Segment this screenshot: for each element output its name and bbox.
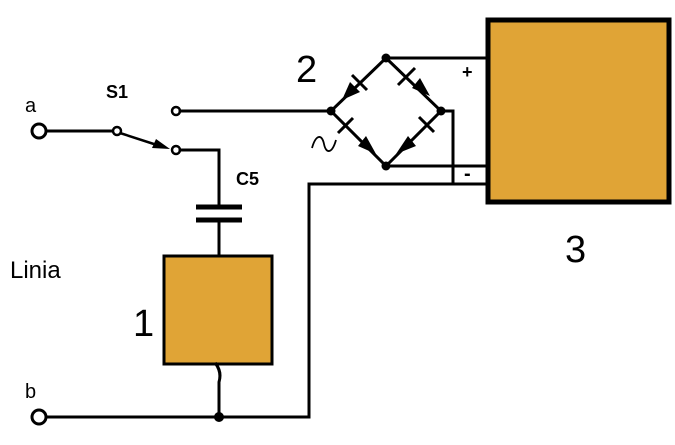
- block-1: [162, 254, 274, 366]
- line-label: Linia: [10, 257, 61, 284]
- diode-icon: [396, 66, 430, 96]
- block-3-label: 3: [565, 229, 586, 271]
- sine-wave-icon: [311, 136, 337, 152]
- diode-bridge: [326, 53, 446, 171]
- block-1-label: 1: [133, 303, 154, 345]
- switch-label: S1: [106, 82, 128, 102]
- diode-icon: [396, 115, 436, 154]
- terminal-b-label: b: [25, 381, 36, 403]
- terminal-a: [30, 122, 48, 140]
- terminal-b: [30, 408, 48, 426]
- capacitor-label: C5: [236, 169, 259, 189]
- terminal-a-label: a: [25, 95, 37, 117]
- switch-s1: [111, 105, 182, 156]
- minus-label: -: [464, 163, 471, 185]
- junction-node: [214, 412, 224, 422]
- block-2-label: 2: [296, 49, 317, 91]
- block-3: [485, 17, 672, 205]
- diode-icon: [336, 116, 376, 154]
- diode-icon: [342, 73, 369, 100]
- capacitor-c5: [196, 204, 242, 223]
- plus-label: +: [462, 62, 473, 82]
